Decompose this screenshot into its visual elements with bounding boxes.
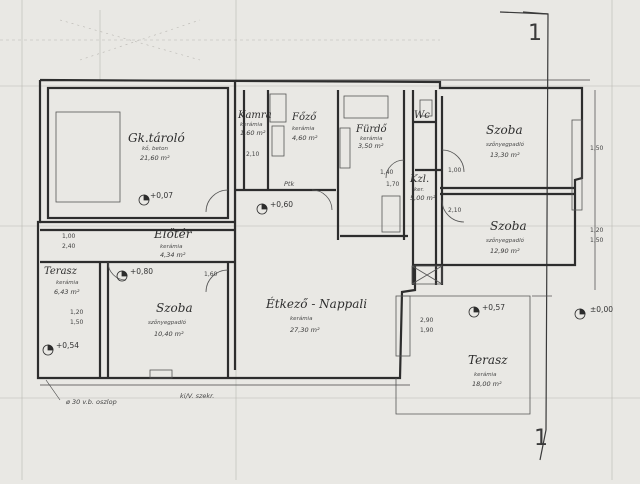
room-name-bath: Fürdő bbox=[355, 124, 388, 135]
dim-label-room-sw-door: 1,60 bbox=[204, 271, 218, 278]
dim-label-corridor-door-1: 1,00 bbox=[448, 167, 462, 174]
room-area-garage: 21,60 m² bbox=[140, 154, 170, 162]
room-name-terrace-w: Terasz bbox=[44, 266, 78, 277]
room-sub-terrace-w: kerámia bbox=[56, 279, 79, 286]
room-area-corridor: 5,00 m² bbox=[410, 194, 436, 202]
level-room-sw: +0,80 bbox=[130, 267, 153, 276]
room-sub-pantry: kerámia bbox=[240, 121, 263, 128]
room-name-room-ne: Szoba bbox=[486, 123, 523, 137]
note-cabinet: ki/V. szekr. bbox=[180, 392, 214, 400]
room-sub-bath: kerámia bbox=[360, 135, 383, 142]
room-name-kitchen: Főző bbox=[291, 112, 317, 123]
room-area-terrace-w: 6,43 m² bbox=[54, 288, 80, 296]
room-sub-room-ne: szőnyegpadló bbox=[486, 141, 525, 148]
room-area-terrace-se: 18,00 m² bbox=[472, 380, 502, 388]
level-terrace-w: +0,54 bbox=[56, 341, 79, 350]
dim-label-hall-door-w: 1,00 bbox=[62, 233, 76, 240]
dim-label-bath-shower: 1,70 bbox=[386, 181, 400, 188]
note-column: ø 30 v.b. oszlop bbox=[65, 398, 117, 406]
room-area-bath: 3,50 m² bbox=[358, 142, 384, 150]
dim-label-terrace-door-w: 2,90 bbox=[420, 317, 434, 324]
dim-label-terrace-door-h: 1,90 bbox=[420, 327, 434, 334]
room-name-room-e: Szoba bbox=[490, 219, 527, 233]
room-name-corridor: Kzl. bbox=[409, 174, 429, 185]
room-labels: Gk.tároló kő, beton 21,60 m² Kamra kerám… bbox=[44, 110, 527, 388]
walls bbox=[36, 78, 584, 380]
dim-label-hall-door-h: 2,40 bbox=[62, 243, 76, 250]
room-sub-garage: kő, beton bbox=[142, 146, 168, 152]
room-name-room-sw: Szoba bbox=[156, 301, 193, 315]
dimension-labels: 1,00 2,40 1,20 1,50 2,10 1,40 1,60 2,90 … bbox=[62, 145, 604, 334]
room-name-garage: Gk.tároló bbox=[128, 131, 185, 145]
room-name-hall: Előtér bbox=[153, 227, 193, 241]
room-sub-hall: kerámia bbox=[160, 243, 183, 250]
room-area-room-ne: 13,30 m² bbox=[490, 151, 520, 159]
level-symbols bbox=[42, 194, 586, 356]
room-area-pantry: 1,60 m² bbox=[240, 129, 266, 137]
dim-label-sw-window-w: 1,20 bbox=[70, 309, 84, 316]
room-area-room-sw: 10,40 m² bbox=[154, 330, 184, 338]
room-sub-corridor: ker. bbox=[414, 187, 424, 193]
room-area-kitchen: 4,60 m² bbox=[292, 134, 318, 142]
room-name-wc: Wc bbox=[414, 110, 430, 121]
level-garage: +0,07 bbox=[150, 191, 173, 200]
room-name-pantry: Kamra bbox=[237, 110, 272, 121]
door-swings bbox=[107, 149, 465, 293]
dim-label-corridor-door-2: 2,10 bbox=[448, 207, 462, 214]
dim-label-e-window-w: 1,20 bbox=[590, 227, 604, 234]
room-area-room-e: 12,90 m² bbox=[490, 247, 520, 255]
fixtures bbox=[55, 93, 583, 415]
room-sub-terrace-se: kerámia bbox=[474, 371, 497, 378]
room-name-terrace-se: Terasz bbox=[468, 353, 508, 367]
room-sub-room-e: szőnyegpadló bbox=[486, 237, 525, 244]
note-kitchen-fixture: Ptk bbox=[284, 180, 294, 188]
level-outside: ±0,00 bbox=[590, 305, 613, 314]
room-area-hall: 4,34 m² bbox=[160, 251, 186, 259]
section-mark-bottom: 1 bbox=[534, 426, 548, 451]
section-mark-top: 1 bbox=[528, 21, 542, 46]
room-sub-living: kerámia bbox=[290, 315, 313, 322]
level-terrace-se: +0,57 bbox=[482, 303, 505, 312]
dim-label-sw-window-h: 1,50 bbox=[70, 319, 84, 326]
note-column-leader bbox=[45, 379, 61, 401]
dim-label-pantry-door: 2,10 bbox=[246, 151, 260, 158]
dim-label-bath-door: 1,40 bbox=[380, 169, 394, 176]
room-sub-kitchen: kerámia bbox=[292, 125, 315, 132]
room-sub-room-sw: szőnyegpadló bbox=[148, 319, 187, 326]
room-name-living: Étkező - Nappali bbox=[265, 296, 367, 311]
dim-label-ne-window: 1,50 bbox=[590, 145, 604, 152]
level-kitchen-hall: +0,60 bbox=[270, 200, 293, 209]
section-line-1 bbox=[499, 11, 549, 461]
dim-label-e-window-h: 1,50 bbox=[590, 237, 604, 244]
room-area-living: 27,30 m² bbox=[290, 326, 320, 334]
